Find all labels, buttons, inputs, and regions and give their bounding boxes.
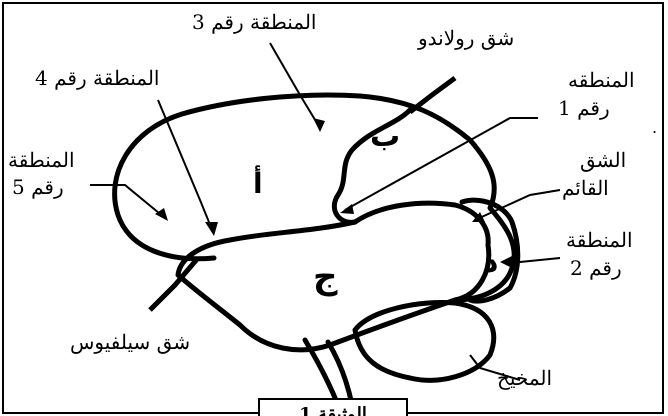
pointer-region4 [158, 100, 213, 232]
label-region2-line1: المنطقة [566, 230, 633, 250]
stray-dot: . [652, 120, 657, 136]
label-region2-line2: رقم 2 [570, 258, 622, 278]
pointer-region5 [90, 185, 165, 218]
pointer-central [475, 190, 560, 220]
label-sylvius-fissure: شق سيلفيوس [70, 332, 190, 352]
arrowhead-region2 [500, 256, 512, 268]
label-region5-line2: رقم 5 [12, 177, 64, 197]
arrowhead-region5 [155, 208, 168, 221]
lobe-label-a: أ [253, 170, 263, 198]
label-rolando-fissure: شق رولاندو [418, 28, 514, 48]
lobe-label-d: د [483, 248, 498, 278]
arrowhead-region3 [313, 118, 325, 132]
label-region1-line1: المنطقه [568, 70, 635, 90]
brain-stem-outline [305, 340, 352, 405]
lobe-label-j: ج [313, 260, 338, 294]
arrowhead-region4 [205, 222, 218, 236]
label-region3: المنطقة رقم 3 [192, 12, 316, 32]
cerebellum-outline [355, 302, 494, 380]
lobe-label-b: ب [370, 122, 400, 152]
pointer-region3 [270, 43, 320, 128]
label-region5-line1: المنطقة [8, 150, 75, 170]
label-region1-line2: رقم 1 [558, 98, 610, 118]
label-cerebellum: المخيخ [497, 368, 552, 388]
arrowhead-region1 [340, 204, 354, 214]
label-region4: المنطقة رقم 4 [35, 68, 159, 88]
pointer-rolando [410, 78, 455, 112]
label-central-fissure-line2: القائم [562, 178, 609, 198]
label-central-fissure-line1: الشق [580, 150, 626, 170]
document-caption: الوثيقة 1 [258, 398, 408, 416]
